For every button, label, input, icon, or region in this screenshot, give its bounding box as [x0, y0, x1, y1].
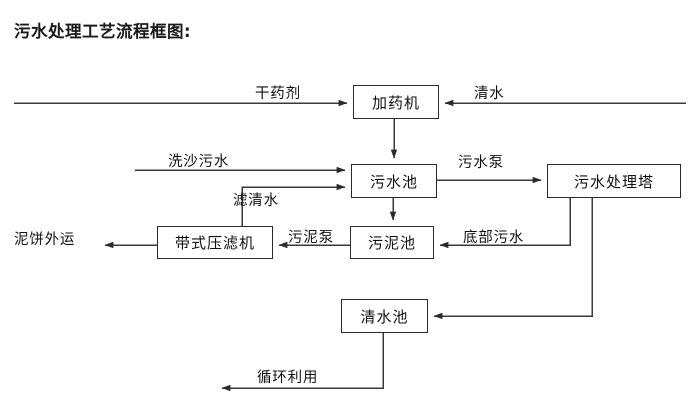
node-treatment-tower[interactable]: 污水处理塔	[547, 164, 681, 198]
node-wastewater-pool-label: 污水池	[369, 172, 418, 191]
node-treatment-tower-label: 污水处理塔	[573, 172, 654, 191]
node-sludge-pool[interactable]: 污泥池	[350, 226, 434, 259]
node-belt-filter-press-label: 带式压滤机	[174, 234, 255, 252]
terminal-mud-cake-outbound: 泥饼外运	[14, 232, 76, 248]
edge-treatment-tower-to-sludge-pool	[439, 198, 571, 249]
edge-label-clean-water: 清水	[474, 86, 505, 102]
edge-belt-filter-press-to-wastewater-pool	[241, 183, 346, 226]
edge-label-bottom-sewage: 底部污水	[463, 230, 525, 246]
edge-label-sewage-pump: 污水泵	[458, 155, 504, 171]
node-clear-water-pool-label: 清水池	[360, 307, 409, 326]
edge-clear-water-pool-to-recycle	[221, 333, 384, 392]
edge-label-sludge-pump: 污泥泵	[288, 230, 334, 246]
node-clear-water-pool[interactable]: 清水池	[341, 299, 428, 333]
page-title: 污水处理工艺流程框图:	[14, 22, 192, 41]
edge-label-filtered-clear-water: 滤清水	[233, 193, 279, 209]
edge-label-dry-chemical: 干药剂	[255, 86, 301, 102]
node-dosing-machine-label: 加药机	[371, 93, 420, 112]
edge-treatment-tower-to-clear-water-pool	[433, 198, 593, 320]
node-sludge-pool-label: 污泥池	[367, 234, 416, 252]
edge-label-recycle-reuse: 循环利用	[257, 370, 319, 386]
edge-label-sand-wash-sewage: 洗沙污水	[168, 154, 230, 170]
node-wastewater-pool[interactable]: 污水池	[351, 164, 437, 198]
node-belt-filter-press[interactable]: 带式压滤机	[157, 226, 273, 259]
node-dosing-machine[interactable]: 加药机	[353, 85, 439, 119]
